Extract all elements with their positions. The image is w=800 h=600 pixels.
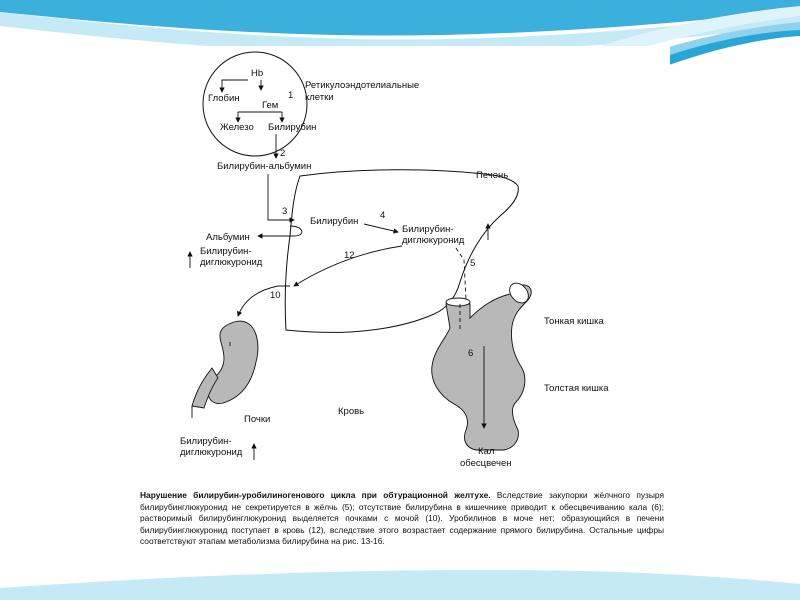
figure-panel: Hb Глобин Гем 1 Железо Билирубин Ретикул…	[130, 46, 670, 558]
label-bilirubin-top: Билирубин	[268, 122, 316, 133]
caption-text: Вследствие закупорки жёлчного пузыря бил…	[140, 490, 664, 547]
arrow-step-3	[267, 174, 295, 223]
label-bdg-liver-1: Билирубин-	[402, 224, 454, 235]
label-reticulo-2: клетки	[305, 92, 334, 103]
figure-caption: Нарушение билирубин-уробилиногенового ци…	[140, 490, 664, 548]
dashed-step-5	[455, 247, 467, 301]
intestine-opening-right	[509, 282, 529, 304]
label-kidneys: Почки	[244, 414, 270, 425]
step-3: 3	[282, 206, 287, 217]
label-feces-1: Кал	[478, 446, 494, 457]
liver-shape	[294, 169, 545, 260]
caption-title: Нарушение билирубин-уробилиногенового ци…	[140, 490, 491, 500]
reticuloendothelial-cell	[202, 51, 308, 157]
intestine-opening-top	[445, 297, 471, 307]
liver-border	[284, 169, 519, 333]
label-globin: Глобин	[208, 93, 240, 104]
label-liver: Печень	[476, 170, 508, 181]
arrow-step-10	[237, 285, 290, 317]
arrow-hb-globin	[219, 79, 248, 93]
top-wave-light	[0, 12, 800, 53]
step-2: 2	[280, 148, 285, 159]
label-bilirubin-mid: Билирубин	[310, 216, 358, 227]
loop-albumin	[257, 225, 303, 239]
step-4: 4	[380, 210, 385, 221]
label-bdg-liver-2: диглюкуронид	[402, 235, 465, 246]
step-1: 1	[288, 90, 293, 101]
step-5: 5	[470, 258, 475, 269]
step-12: 12	[344, 250, 355, 261]
label-small-intestine: Тонкая кишка	[544, 316, 604, 327]
liver	[292, 168, 560, 214]
ureter	[191, 367, 219, 409]
label-bdg-urine-2: диглюкуронид	[180, 447, 243, 458]
label-bdg-blood-1: Билирубин-	[200, 246, 252, 257]
step-6: 6	[468, 348, 473, 359]
bottom-wave	[0, 569, 800, 600]
label-bilirubin-albumin: Билирубин-альбумин	[217, 161, 311, 172]
label-large-intestine: Толстая кишка	[544, 383, 609, 394]
arrow-step-12	[293, 245, 403, 287]
arrow-step-4	[363, 223, 399, 234]
label-bdg-urine-1: Билирубин-	[180, 436, 232, 447]
label-iron: Железо	[220, 122, 254, 133]
label-albumin: Альбумин	[206, 232, 250, 243]
label-feces-2: обесцвечен	[460, 458, 511, 469]
label-hb: Hb	[251, 68, 263, 79]
label-reticulo-1: Ретикулоэндотелиальные	[305, 80, 419, 91]
label-blood: Кровь	[338, 406, 364, 417]
bilirubin-cycle-diagram: Hb Глобин Гем 1 Железо Билирубин Ретикул…	[180, 51, 609, 469]
label-bdg-blood-2: диглюкуронид	[200, 257, 263, 268]
liver-outline	[306, 170, 570, 186]
top-wave-dark	[0, 0, 800, 36]
step-10: 10	[270, 290, 281, 301]
label-gem: Гем	[262, 100, 278, 111]
kidney	[207, 320, 259, 404]
intestine-body	[431, 284, 532, 451]
corner-swoosh-3	[650, 30, 800, 66]
